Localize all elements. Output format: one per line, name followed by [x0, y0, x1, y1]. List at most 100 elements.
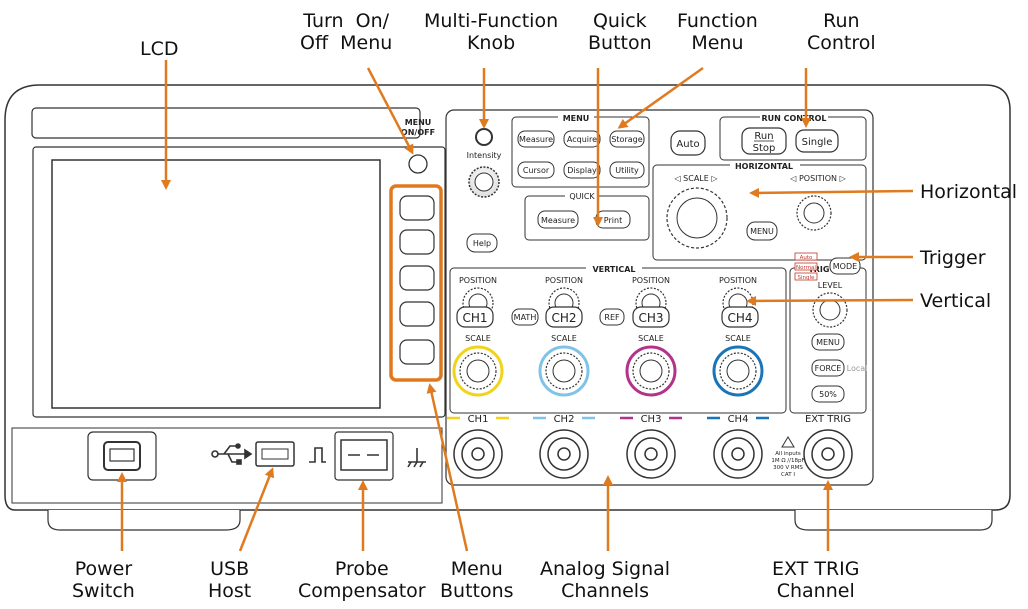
ch4-scale-knob-cap: [726, 359, 750, 383]
warning-line2: 1M Ω //18pF: [771, 458, 804, 464]
math-button[interactable]: [511, 308, 539, 326]
ch1-button[interactable]: [456, 306, 494, 328]
softkey-2[interactable]: [399, 229, 435, 255]
arrow-function-menu: [617, 66, 704, 129]
quick-measure-label: Measure: [541, 216, 575, 225]
ch2-bnc-pin: [557, 447, 571, 461]
softkey-3[interactable]: [399, 265, 435, 291]
run-label: Run: [754, 131, 773, 142]
arrow-menu-buttons: [426, 383, 469, 552]
horizontal-position-knob-cap: [803, 202, 825, 224]
callout-analog-signal-channels: Analog Signal Channels: [540, 558, 671, 602]
trigger-mode-label: MODE: [833, 262, 857, 271]
stop-label: Stop: [753, 143, 776, 154]
ch3-position-label: POSITION: [632, 276, 670, 285]
horizontal-scale-knob-cap: [676, 197, 718, 239]
ch1-bnc-pin: [471, 447, 485, 461]
display-button[interactable]: [563, 161, 601, 179]
callout-vertical: Vertical: [920, 290, 992, 312]
callout-quick-button: Quick Button: [588, 10, 652, 54]
warning-line3: 300 V RMS: [773, 465, 803, 471]
left-foot: [47, 510, 241, 531]
local-label: Local: [847, 364, 868, 373]
quick-section-title-bg: [565, 191, 599, 200]
quick-measure-button[interactable]: [537, 210, 579, 229]
callout-usb-host: USB Host: [208, 558, 252, 602]
vertical-title-bg: [586, 264, 642, 273]
ch2-input-label: CH2: [554, 414, 575, 425]
auto-label: Auto: [676, 139, 699, 150]
h-scale-label: ◁ SCALE ▷: [673, 174, 718, 183]
callout-turn-on-off-menu: Turn On/ Off Menu: [300, 10, 393, 54]
menu-buttons-highlight: [389, 184, 443, 382]
run-control-title: RUN CONTROL: [761, 114, 826, 123]
display-label: Display: [567, 166, 597, 175]
trigger-normal-indicator: [794, 262, 818, 271]
callout-run-control: Run Control: [807, 10, 876, 54]
warning-icon: [781, 436, 795, 448]
softkey-1[interactable]: [399, 195, 435, 221]
horizontal-menu-button[interactable]: [746, 221, 778, 241]
h-position-label: ◁ POSITION ▷: [789, 174, 846, 183]
menu-onoff-label-top: MENU: [405, 118, 432, 127]
trigger-menu-button[interactable]: [811, 333, 845, 351]
ch1-position-label: POSITION: [459, 276, 497, 285]
utility-button[interactable]: [609, 161, 645, 179]
ch3-scale-knob-cap: [639, 359, 663, 383]
trigger-level-label: LEVEL: [818, 281, 843, 290]
help-button[interactable]: [466, 233, 498, 253]
ch3-input-label: CH3: [641, 414, 662, 425]
ch2-button[interactable]: [545, 306, 583, 328]
fifty-percent-button[interactable]: [811, 385, 845, 403]
ref-label: REF: [604, 313, 620, 322]
softkey-5[interactable]: [399, 339, 435, 365]
ch4-scale-label: SCALE: [725, 334, 751, 343]
storage-label: Storage: [611, 135, 642, 144]
horizontal-title-bg: [730, 161, 800, 170]
ch4-input-label: CH4: [728, 414, 749, 425]
storage-button[interactable]: [609, 130, 645, 148]
callout-horizontal: Horizontal: [920, 181, 1018, 203]
arrow-usb: [238, 467, 275, 552]
measure-label: Measure: [519, 135, 553, 144]
callout-arrows: [117, 60, 914, 552]
ref-button[interactable]: [599, 308, 625, 326]
menu-onoff-button[interactable]: [408, 154, 428, 174]
trigger-mode-button[interactable]: [829, 257, 861, 275]
arrow-horizontal: [749, 187, 914, 198]
ch1-scale-knob-cap: [466, 359, 490, 383]
probe-compensator-terminals: [340, 439, 388, 471]
cursor-label: Cursor: [523, 166, 550, 175]
ch3-button[interactable]: [632, 306, 670, 328]
run-control-title-bg: [760, 113, 828, 122]
intensity-label: Intensity: [467, 151, 502, 160]
right-foot: [794, 510, 993, 531]
trigger-single-label: Single: [798, 275, 816, 281]
callout-trigger: Trigger: [920, 247, 986, 269]
softkey-4[interactable]: [399, 301, 435, 327]
horizontal-menu-label: MENU: [750, 227, 774, 236]
multi-function-knob[interactable]: [475, 128, 493, 146]
help-label: Help: [473, 239, 491, 248]
ch2-scale-knob-cap: [552, 359, 576, 383]
force-button[interactable]: [811, 359, 845, 377]
callout-probe-compensator: Probe Compensator: [298, 558, 426, 602]
square-wave-icon: [309, 447, 326, 463]
print-label: Print: [604, 216, 622, 225]
trigger-title-bg: [805, 264, 851, 273]
single-button[interactable]: [795, 129, 839, 153]
ground-icon: [407, 448, 426, 468]
measure-button[interactable]: [517, 130, 555, 148]
force-label: FORCE: [815, 364, 842, 373]
ch1-scale-label: SCALE: [465, 334, 491, 343]
cursor-button[interactable]: [517, 161, 555, 179]
callout-menu-buttons: Menu Buttons: [440, 558, 514, 602]
acquire-button[interactable]: [563, 130, 601, 148]
ch4-button[interactable]: [721, 306, 759, 328]
arrow-menu-onoff: [366, 67, 414, 155]
trigger-level-knob-cap: [819, 299, 841, 321]
auto-button[interactable]: [670, 130, 706, 156]
trigger-auto-indicator: [794, 252, 818, 261]
ch2-scale-label: SCALE: [551, 334, 577, 343]
